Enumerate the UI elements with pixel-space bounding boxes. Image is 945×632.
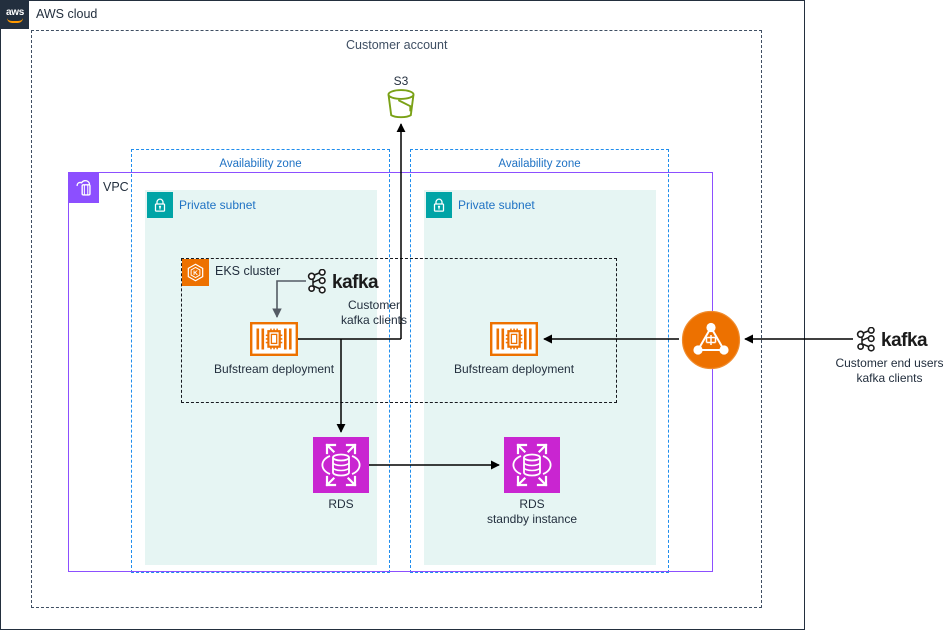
vpc-label: VPC	[103, 180, 129, 194]
kafka-logo-text: kafka	[332, 271, 379, 293]
caption-line-2: standby instance	[486, 512, 578, 526]
private-subnet-left	[145, 190, 377, 565]
aws-cloud-label: AWS cloud	[36, 7, 98, 21]
caption-line-1: RDS	[519, 497, 545, 511]
eks-cluster-label: EKS cluster	[215, 264, 281, 278]
rds-icon	[504, 437, 560, 493]
aws-cloud-boundary	[0, 0, 805, 630]
svg-text:K: K	[193, 270, 198, 277]
eks-icon: K	[182, 259, 209, 286]
kafka-logo-icon: kafka	[306, 269, 379, 296]
lock-icon	[147, 192, 173, 218]
s3-bucket-icon	[382, 86, 420, 127]
bufstream-chip-icon	[250, 322, 298, 357]
availability-zone-right-label: Availability zone	[498, 158, 581, 170]
availability-zone-left-label: Availability zone	[219, 158, 302, 170]
aws-logo-text: aws	[5, 6, 24, 18]
customer-account-boundary	[31, 30, 762, 608]
caption-line-2: kafka clients	[856, 371, 923, 385]
availability-zone-left-boundary	[131, 149, 390, 573]
rds-primary-label: RDS	[328, 497, 354, 511]
availability-zone-right-boundary	[410, 149, 669, 573]
customer-kafka-clients-caption: Customer kafka clients	[286, 298, 462, 328]
aws-logo-icon: aws	[1, 1, 29, 29]
rds-icon	[313, 437, 369, 493]
aws-logo-smile	[7, 18, 23, 23]
lock-icon	[426, 192, 452, 218]
vpc-icon	[69, 173, 99, 203]
s3-label: S3	[393, 74, 409, 88]
vpc-boundary	[68, 172, 713, 572]
caption-line-2: kafka clients	[340, 313, 408, 327]
customer-account-label: Customer account	[346, 38, 448, 52]
private-subnet-right-label: Private subnet	[458, 198, 535, 212]
private-subnet-left-label: Private subnet	[179, 198, 256, 212]
network-load-balancer-icon	[681, 310, 741, 370]
bufstream-chip-icon	[490, 322, 538, 357]
kafka-logo-text: kafka	[881, 329, 928, 351]
eks-cluster-boundary	[181, 258, 617, 403]
caption-line-1: Customer	[347, 298, 400, 312]
private-subnet-right	[424, 190, 656, 565]
customer-end-users-kafka-clients-caption: Customer end users kafka clients	[824, 356, 945, 386]
caption-line-1: Customer end users	[835, 356, 944, 370]
bufstream-deployment-right-label: Bufstream deployment	[453, 362, 575, 376]
rds-standby-label: RDS standby instance	[472, 497, 592, 527]
bufstream-deployment-left-label: Bufstream deployment	[213, 362, 335, 376]
kafka-logo-icon: kafka	[855, 327, 928, 354]
